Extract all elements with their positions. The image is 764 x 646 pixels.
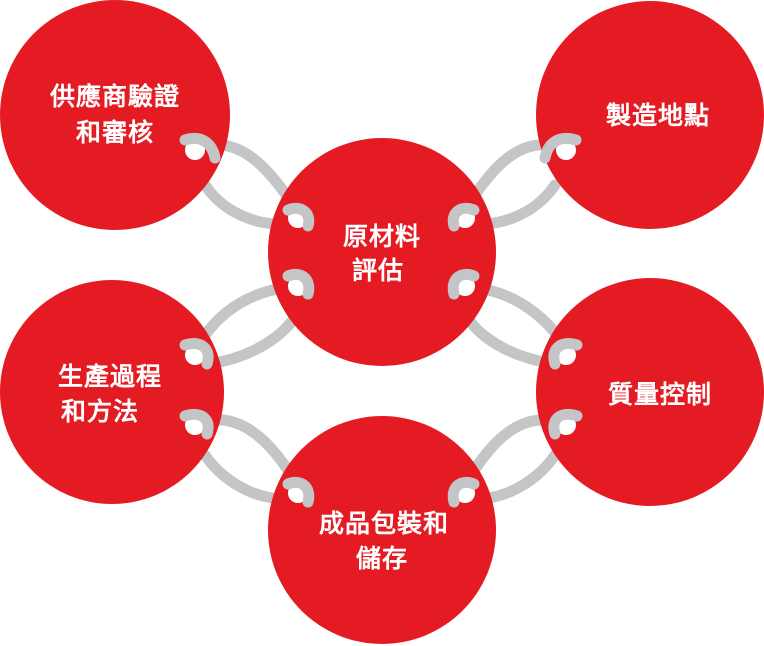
node-material-line1: 原材料	[343, 222, 421, 251]
node-process-circle	[0, 280, 224, 504]
node-location-line1: 製造地點	[605, 101, 710, 130]
node-material-line2: 評估	[352, 256, 404, 285]
ring-hole	[185, 140, 205, 160]
node-location-circle	[536, 1, 764, 229]
node-packaging-circle	[268, 416, 496, 644]
node-quality: 質量控制	[536, 278, 764, 506]
node-supplier-line2: 和審核	[76, 118, 154, 147]
node-supplier-line1: 供應商驗證	[49, 82, 180, 111]
connector-links-front	[179, 132, 583, 508]
node-supplier-circle	[0, 0, 230, 230]
ring-hole	[556, 140, 576, 160]
node-material-circle	[268, 138, 496, 366]
node-material: 原材料 評估	[268, 138, 496, 366]
node-process: 生產過程 和方法	[0, 280, 224, 504]
node-packaging-line2: 儲存	[356, 544, 408, 573]
node-quality-circle	[536, 278, 764, 506]
node-supplier: 供應商驗證 和審核	[0, 0, 230, 230]
node-packaging: 成品包裝和 儲存	[268, 416, 496, 644]
node-quality-line1: 質量控制	[608, 380, 712, 409]
node-location: 製造地點	[536, 1, 764, 229]
node-packaging-line1: 成品包裝和	[319, 509, 449, 538]
node-process-line2: 和方法	[61, 397, 139, 426]
node-process-line1: 生產過程	[58, 362, 162, 391]
